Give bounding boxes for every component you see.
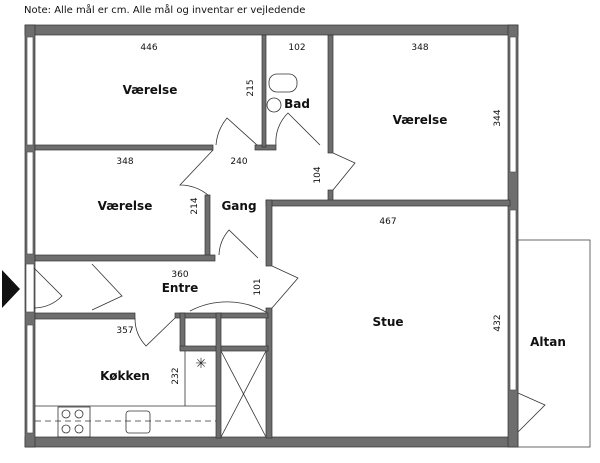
room-label-bedroom: Værelse (98, 199, 153, 213)
dimension: 446 (140, 43, 157, 53)
wall (265, 199, 511, 207)
wall (265, 199, 273, 267)
wall (179, 312, 186, 351)
door-swing (189, 301, 267, 313)
door-swing (275, 112, 321, 146)
door-swing (218, 229, 259, 259)
room-label-entrance: Entre (162, 281, 199, 295)
wall (34, 312, 136, 320)
window (509, 209, 517, 391)
dimension: 348 (411, 43, 428, 53)
dimension: 357 (116, 326, 133, 336)
dimension: 467 (379, 217, 396, 227)
dimension: 215 (246, 79, 256, 96)
balcony (517, 239, 591, 448)
dimension: 240 (230, 157, 247, 167)
plan-note: Note: Alle mål er cm. Alle mål og invent… (24, 5, 306, 16)
dimension: 232 (171, 367, 181, 384)
room-label-bedroom: Værelse (123, 83, 178, 97)
toilet-icon (268, 73, 298, 93)
vent-icon: ✳ (195, 356, 207, 372)
entrance-door-opening[interactable] (25, 263, 35, 313)
dimension: 104 (313, 166, 323, 183)
stove-icon (57, 406, 91, 438)
room-label-living-room: Stue (372, 315, 403, 329)
window (509, 36, 517, 173)
dimension: 101 (253, 278, 263, 295)
dimension: 432 (493, 314, 503, 331)
wall (34, 254, 216, 262)
room-label-hallway: Gang (221, 199, 256, 213)
dimension: 360 (171, 270, 188, 280)
door-swing (332, 152, 356, 191)
door-swing (134, 317, 176, 347)
closet (220, 350, 267, 438)
room-label-bedroom: Værelse (393, 113, 448, 127)
wall (34, 144, 214, 151)
window (26, 324, 34, 434)
kitchen-sink-icon (125, 410, 151, 434)
outer-wall-top (24, 24, 519, 36)
outer-wall-bottom (24, 436, 519, 448)
wall (174, 312, 269, 319)
door-swing (179, 149, 214, 196)
room-label-balcony: Altan (530, 335, 566, 349)
dimension: 102 (288, 43, 305, 53)
door-swing (271, 265, 299, 309)
window (26, 36, 34, 146)
door-swing (91, 263, 123, 311)
dimension: 348 (116, 157, 133, 167)
window (26, 151, 34, 255)
wall (204, 194, 211, 258)
wall (261, 34, 267, 148)
wall (327, 34, 334, 154)
entrance-arrow-icon (2, 270, 20, 308)
wall (215, 312, 222, 439)
wall (265, 307, 273, 439)
dimension: 214 (190, 197, 200, 214)
wall (179, 345, 269, 352)
dimension: 344 (493, 109, 503, 126)
balcony-door-swing (517, 392, 546, 433)
entrance-door-swing (33, 267, 63, 309)
room-label-kitchen: Køkken (100, 369, 150, 383)
room-label-bathroom: Bad (284, 97, 310, 111)
sink-icon (266, 97, 282, 113)
door-swing (215, 117, 258, 146)
